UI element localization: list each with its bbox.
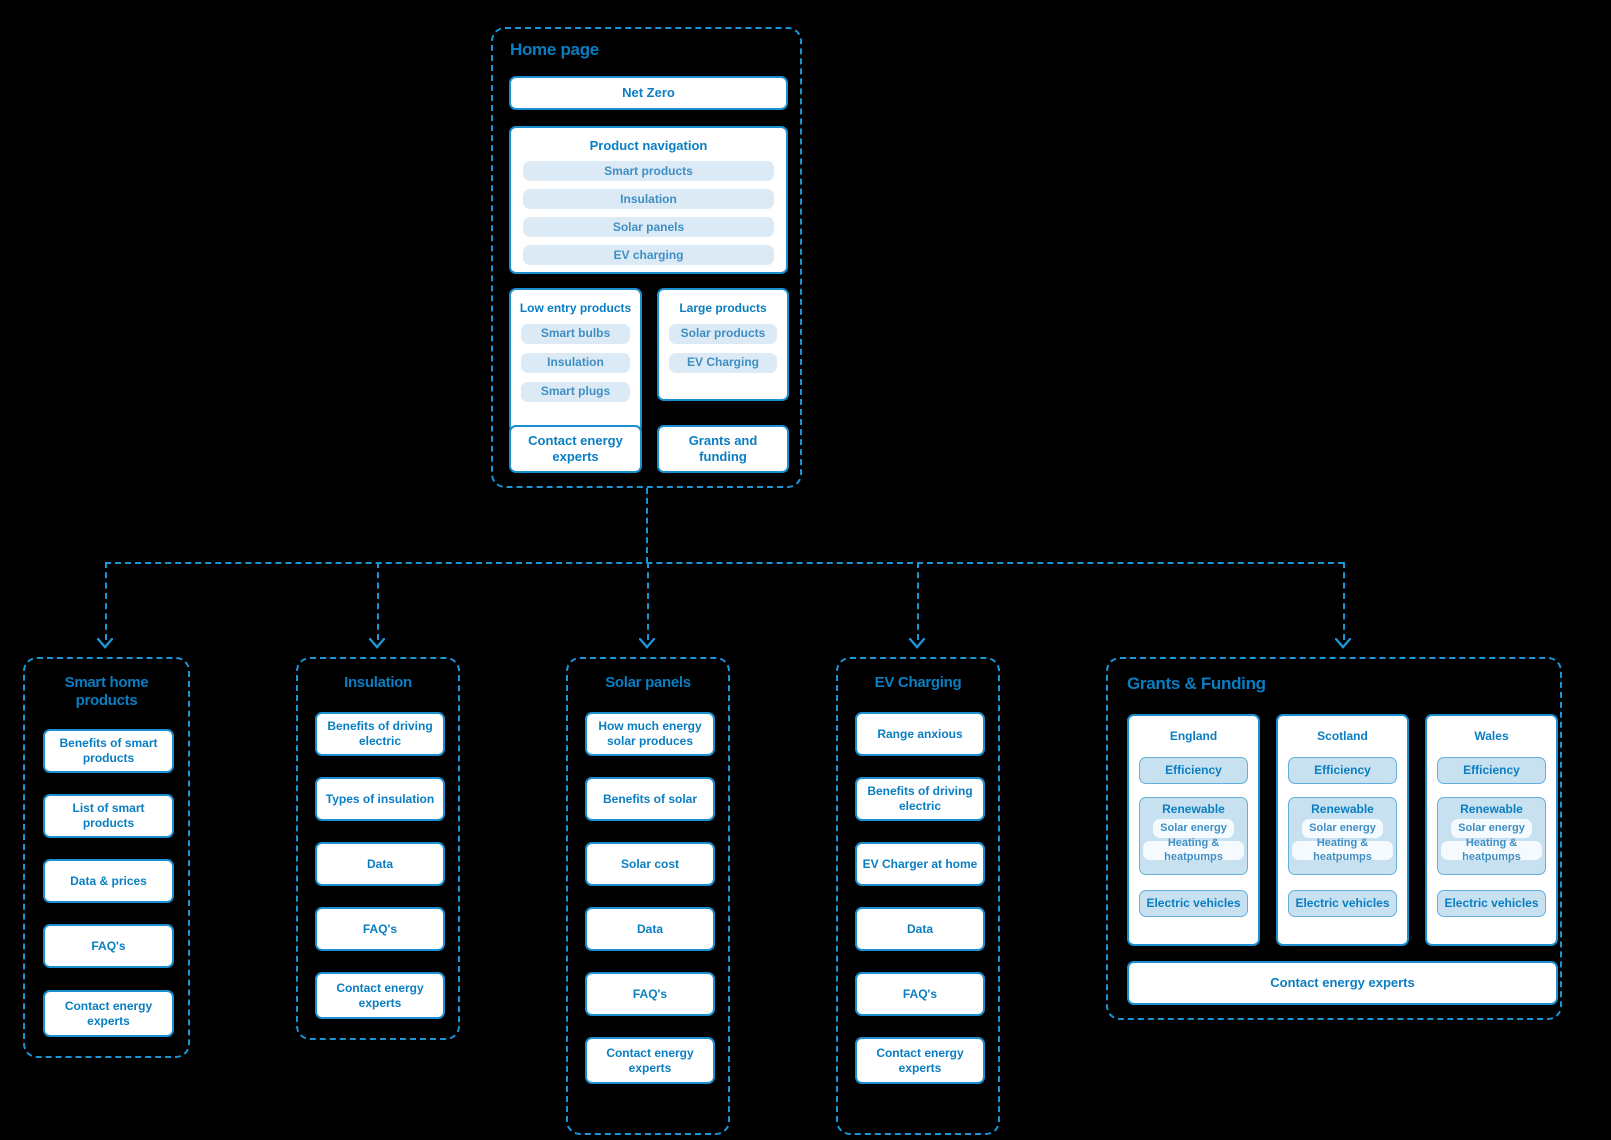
card-contact-energy-experts[interactable]: Contact energy experts	[855, 1037, 985, 1084]
column-title-smart-home-products: Smart home products	[64, 674, 149, 709]
card-range-anxious[interactable]: Range anxious	[855, 712, 985, 756]
home-page-group: Home page Net Zero Product navigation Sm…	[491, 27, 802, 488]
pill-ev-charging[interactable]: EV charging	[523, 244, 774, 265]
connector-drop-smart-home	[105, 562, 107, 640]
card-data[interactable]: Data	[315, 842, 445, 886]
pill-solar-energy[interactable]: Solar energy	[1302, 819, 1383, 839]
card-solar-cost[interactable]: Solar cost	[585, 842, 715, 886]
pill-smart-plugs[interactable]: Smart plugs	[521, 381, 630, 402]
pill-solar-panels[interactable]: Solar panels	[523, 216, 774, 237]
pill-insulation[interactable]: Insulation	[521, 352, 630, 373]
card-benefits-of-driving-electric[interactable]: Benefits of driving electric	[315, 712, 445, 756]
region-name-wales: Wales	[1474, 729, 1509, 743]
pill-electric-vehicles[interactable]: Electric vehicles	[1437, 889, 1546, 917]
pill-efficiency[interactable]: Efficiency	[1288, 756, 1397, 784]
pill-efficiency[interactable]: Efficiency	[1139, 756, 1248, 784]
column-smart-home-products: Smart home products Benefits of smart pr…	[23, 657, 190, 1058]
connector-horizontal-bus	[105, 562, 1344, 564]
card-benefits-of-smart-products[interactable]: Benefits of smart products	[43, 729, 174, 773]
pill-solar-products[interactable]: Solar products	[669, 323, 777, 344]
group-renewable-england: Renewable Solar energy Heating & heatpum…	[1139, 796, 1248, 875]
column-title-ev-charging: EV Charging	[874, 674, 962, 691]
card-low-entry-products: Low entry products Smart bulbs Insulatio…	[509, 288, 642, 433]
pill-heating-and-heatpumps[interactable]: Heating & heatpumps	[1441, 837, 1542, 863]
card-large-products: Large products Solar products EV Chargin…	[657, 288, 789, 401]
pill-heating-and-heatpumps[interactable]: Heating & heatpumps	[1143, 837, 1244, 863]
card-data-and-prices[interactable]: Data & prices	[43, 859, 174, 903]
renewable-title: Renewable	[1460, 801, 1523, 816]
card-how-much-energy-solar-produces[interactable]: How much energy solar produces	[585, 712, 715, 756]
column-solar-panels: Solar panels How much energy solar produ…	[566, 657, 730, 1135]
column-insulation: Insulation Benefits of driving electric …	[296, 657, 460, 1040]
card-types-of-insulation[interactable]: Types of insulation	[315, 777, 445, 821]
card-contact-energy-experts[interactable]: Contact energy experts	[1127, 961, 1558, 1005]
column-title-solar-panels: Solar panels	[605, 674, 691, 691]
region-name-england: England	[1169, 729, 1218, 743]
pill-electric-vehicles[interactable]: Electric vehicles	[1139, 889, 1248, 917]
connector-drop-insulation	[377, 562, 379, 640]
card-faqs[interactable]: FAQ's	[43, 924, 174, 968]
pill-heating-and-heatpumps[interactable]: Heating & heatpumps	[1292, 837, 1393, 863]
card-faqs[interactable]: FAQ's	[315, 907, 445, 951]
connector-drop-grants	[1343, 562, 1345, 640]
card-list-of-smart-products[interactable]: List of smart products	[43, 794, 174, 838]
renewable-title: Renewable	[1162, 801, 1225, 816]
connector-home-stem	[646, 488, 648, 563]
arrow-solar-panels	[639, 638, 655, 650]
pill-electric-vehicles[interactable]: Electric vehicles	[1288, 889, 1397, 917]
group-renewable-wales: Renewable Solar energy Heating & heatpum…	[1437, 796, 1546, 875]
card-region-scotland: Scotland Efficiency Renewable Solar ener…	[1276, 714, 1409, 946]
arrow-insulation	[369, 638, 385, 650]
card-benefits-of-driving-electric[interactable]: Benefits of driving electric	[855, 777, 985, 821]
card-data[interactable]: Data	[855, 907, 985, 951]
card-contact-energy-experts[interactable]: Contact energy experts	[585, 1037, 715, 1084]
pill-smart-bulbs[interactable]: Smart bulbs	[521, 323, 630, 344]
pill-smart-products[interactable]: Smart products	[523, 160, 774, 181]
arrow-grants	[1335, 638, 1351, 650]
arrow-smart-home	[97, 638, 113, 650]
column-title-insulation: Insulation	[344, 674, 412, 691]
card-contact-energy-experts[interactable]: Contact energy experts	[315, 972, 445, 1019]
connector-drop-ev-charging	[917, 562, 919, 640]
renewable-title: Renewable	[1311, 801, 1374, 816]
column-grants-and-funding: Grants & Funding England Efficiency Rene…	[1106, 657, 1562, 1020]
connector-drop-solar-panels	[647, 562, 649, 640]
product-navigation-title: Product navigation	[589, 138, 708, 153]
pill-ev-charging[interactable]: EV Charging	[669, 352, 777, 373]
arrow-ev-charging	[909, 638, 925, 650]
column-ev-charging: EV Charging Range anxious Benefits of dr…	[836, 657, 1000, 1135]
card-ev-charger-at-home[interactable]: EV Charger at home	[855, 842, 985, 886]
card-product-navigation: Product navigation Smart products Insula…	[509, 126, 788, 274]
card-faqs[interactable]: FAQ's	[585, 972, 715, 1016]
pill-solar-energy[interactable]: Solar energy	[1153, 819, 1234, 839]
card-contact-energy-experts[interactable]: Contact energy experts	[43, 990, 174, 1037]
large-products-title: Large products	[679, 301, 767, 315]
low-entry-products-title: Low entry products	[519, 301, 632, 315]
card-region-wales: Wales Efficiency Renewable Solar energy …	[1425, 714, 1558, 946]
card-grants-and-funding[interactable]: Grants and funding	[657, 425, 789, 473]
pill-solar-energy[interactable]: Solar energy	[1451, 819, 1532, 839]
group-renewable-scotland: Renewable Solar energy Heating & heatpum…	[1288, 796, 1397, 875]
region-name-scotland: Scotland	[1317, 729, 1368, 743]
column-title-grants-and-funding: Grants & Funding	[1127, 674, 1266, 693]
card-net-zero[interactable]: Net Zero	[509, 76, 788, 110]
card-data[interactable]: Data	[585, 907, 715, 951]
card-region-england: England Efficiency Renewable Solar energ…	[1127, 714, 1260, 946]
card-contact-energy-experts[interactable]: Contact energy experts	[509, 425, 642, 473]
pill-efficiency[interactable]: Efficiency	[1437, 756, 1546, 784]
pill-insulation[interactable]: Insulation	[523, 188, 774, 209]
card-faqs[interactable]: FAQ's	[855, 972, 985, 1016]
card-benefits-of-solar[interactable]: Benefits of solar	[585, 777, 715, 821]
home-page-title: Home page	[510, 40, 599, 59]
